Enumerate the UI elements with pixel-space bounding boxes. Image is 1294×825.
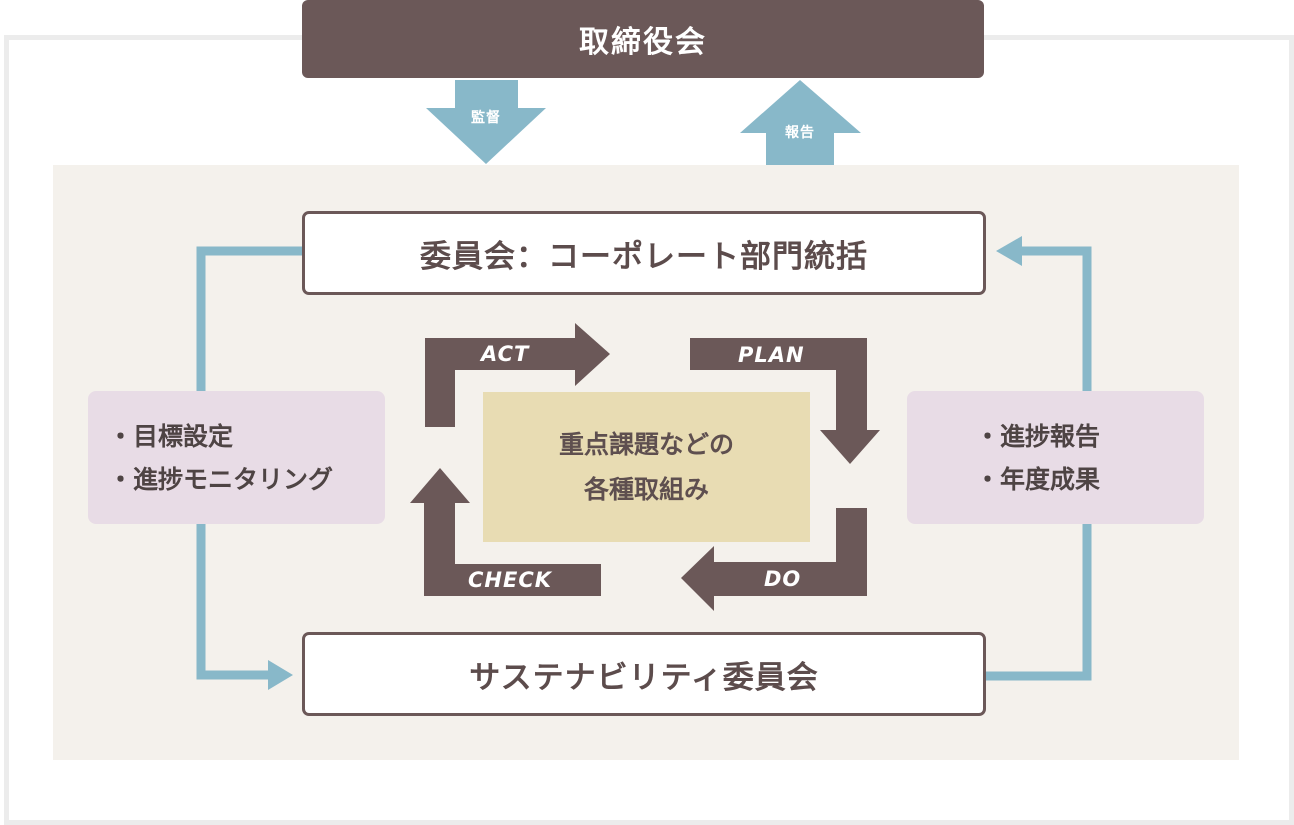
check-arrow	[410, 468, 601, 596]
report-arrow	[740, 80, 861, 165]
right-activities-box: ・進捗報告 ・年度成果	[907, 391, 1204, 524]
do-label: DO	[764, 567, 802, 591]
report-label: 報告	[785, 125, 815, 141]
plan-label: PLAN	[738, 343, 805, 367]
do-arrow	[681, 508, 867, 611]
left-item: ・進捗モニタリング	[108, 464, 334, 494]
act-label: ACT	[481, 342, 530, 366]
right-connector-arrowhead	[996, 236, 1022, 266]
plan-arrow	[690, 338, 880, 464]
right-item: ・進捗報告	[975, 421, 1101, 451]
supervise-arrow	[426, 80, 546, 164]
center-line: 各種取組み	[583, 475, 709, 504]
left-item: ・目標設定	[108, 421, 234, 451]
supervise-label: 監督	[471, 110, 501, 126]
center-line: 重点課題などの	[558, 430, 734, 459]
sustainability-committee-box: サステナビリティ委員会	[302, 632, 986, 716]
right-item: ・年度成果	[975, 464, 1101, 494]
board-of-directors-box: 取締役会	[302, 0, 984, 78]
key-initiatives-box: 重点課題などの 各種取組み	[483, 392, 810, 542]
corporate-committee-box: 委員会：コーポレート部門統括	[302, 211, 986, 295]
left-activities-box: ・目標設定 ・進捗モニタリング	[88, 391, 385, 524]
check-label: CHECK	[468, 568, 553, 592]
act-arrow	[425, 323, 610, 427]
left-connector-arrowhead	[268, 660, 293, 690]
